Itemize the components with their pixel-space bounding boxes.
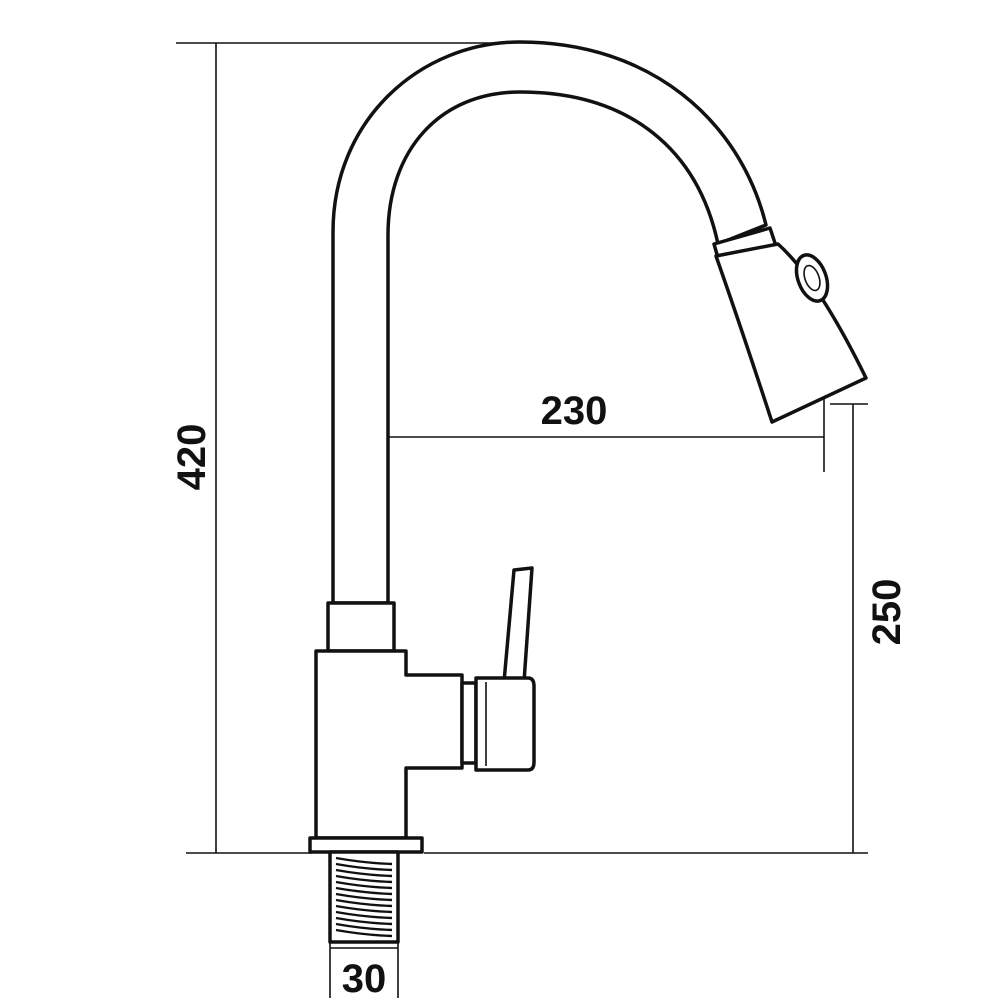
dimension-label-420: 420	[170, 424, 214, 491]
thread-line	[335, 880, 393, 890]
handle-hub	[474, 676, 536, 772]
thread-lines	[335, 856, 393, 938]
spray-toggle-inner	[803, 264, 821, 292]
thread-line	[335, 910, 393, 920]
thread-line	[335, 886, 393, 896]
spray-toggle-button	[794, 253, 830, 303]
thread-line	[335, 874, 393, 884]
mixer-body	[314, 649, 464, 840]
thread-line	[335, 928, 393, 938]
base-flange	[308, 836, 424, 854]
dimension-420: 420	[170, 42, 500, 854]
thread-line	[335, 916, 393, 926]
lever-handle	[502, 566, 534, 684]
thread-line	[335, 904, 393, 914]
thread-line	[335, 856, 393, 866]
dimension-230: 230	[359, 389, 825, 472]
spray-head-body	[714, 242, 868, 424]
swivel-collar	[326, 601, 396, 653]
spray-head	[712, 226, 868, 424]
faucet	[308, 40, 868, 944]
dimension-label-30: 30	[342, 957, 387, 1000]
dimension-250: 250	[424, 403, 909, 854]
gooseneck-spout	[331, 40, 768, 605]
thread-line	[335, 898, 393, 908]
thread-line	[335, 922, 393, 932]
dimension-30: 30	[329, 940, 399, 1000]
threaded-shank	[328, 850, 400, 944]
dimension-label-250: 250	[865, 579, 909, 646]
thread-line	[335, 892, 393, 902]
thread-line	[335, 868, 393, 878]
cartridge-cap	[460, 681, 478, 765]
dimension-label-230: 230	[541, 389, 608, 433]
thread-line	[335, 862, 393, 872]
